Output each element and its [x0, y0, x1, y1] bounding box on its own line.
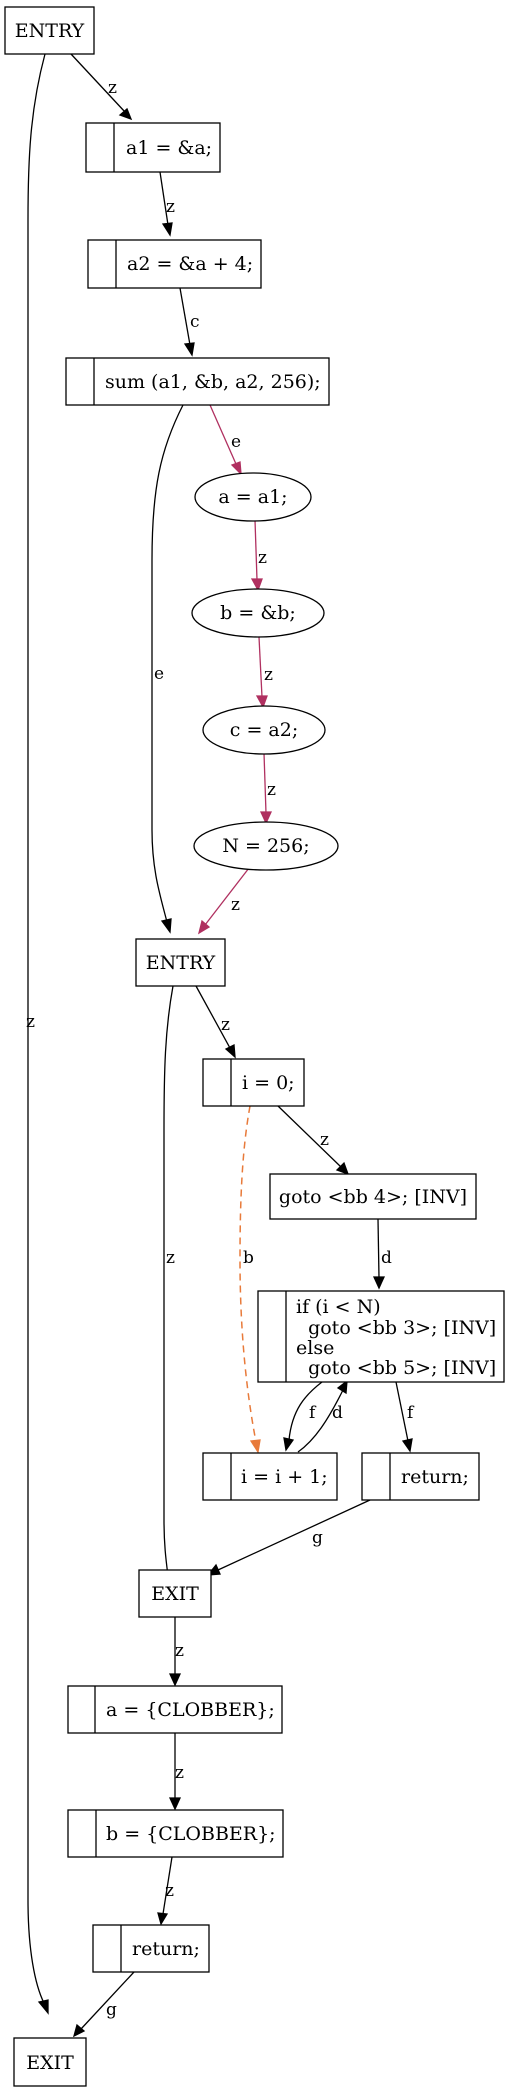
edge-label: c [190, 312, 200, 332]
node-label: sum (a1, &b, a2, 256); [105, 371, 321, 393]
node-label: a = {CLOBBER}; [106, 1699, 275, 1721]
node-entry-outer: ENTRY [4, 6, 95, 55]
edge-label: z [166, 197, 175, 217]
edge-label: z [231, 895, 240, 915]
edge-if-to-return: f [395, 1381, 415, 1453]
node-exit-inner: EXIT [138, 1569, 212, 1618]
edge-label: z [108, 78, 117, 98]
edge-label: g [106, 2000, 117, 2020]
edge-label: z [320, 1130, 329, 1150]
edge-label: d [381, 1248, 392, 1268]
edge-label: g [312, 1528, 323, 1548]
edge-a1-to-a2: z [159, 171, 175, 237]
node-goto-bb4: goto <bb 4>; [INV] [269, 1173, 477, 1220]
node-i-init: i = 0; [202, 1058, 305, 1107]
node-label: a = a1; [218, 486, 287, 508]
edge-label: z [175, 1763, 184, 1783]
edge-label: e [231, 432, 241, 452]
node-label: c = a2; [230, 719, 298, 741]
edge-label: b [243, 1248, 254, 1268]
edge-sum-to-entry-inner: e [151, 404, 184, 934]
edge-param-a-to-b: z [250, 519, 267, 592]
node-b-clobber: b = {CLOBBER}; [67, 1809, 284, 1858]
node-label: i = 0; [242, 1072, 295, 1094]
edge-return-to-exit: g [206, 1499, 371, 1576]
node-a-clobber: a = {CLOBBER}; [67, 1685, 283, 1734]
edge-label: z [165, 1881, 174, 1901]
edge-incr-to-if: d [297, 1379, 348, 1453]
node-label: ENTRY [146, 952, 216, 974]
edge-param-b-to-c: z [255, 636, 273, 709]
edge-goto-to-if: d [372, 1218, 392, 1290]
node-label: N = 256; [222, 835, 309, 857]
node-label: EXIT [151, 1583, 199, 1605]
edge-b-clobber-to-return: z [157, 1856, 174, 1926]
node-return-inner: return; [361, 1452, 480, 1501]
edge-label: z [175, 1641, 184, 1661]
edge-label: z [264, 665, 273, 685]
edge-a-clobber-to-b-clobber: z [168, 1733, 184, 1811]
node-label: return; [401, 1466, 469, 1488]
edge-a2-to-sum: c [179, 287, 200, 357]
edge-entry-inner-to-exit: z [161, 985, 175, 1588]
node-label: ENTRY [15, 20, 85, 42]
node-label: return; [132, 1938, 200, 1960]
node-label: goto <bb 4>; [INV] [279, 1186, 467, 1208]
edge-i-to-goto: z [277, 1105, 350, 1176]
node-a1-assign: a1 = &a; [85, 122, 221, 173]
edge-label: z [166, 1248, 175, 1268]
edge-label: f [407, 1403, 415, 1423]
node-label-line-1: if (i < N) [296, 1296, 381, 1318]
edge-if-to-incr: f [283, 1381, 323, 1452]
edge-entry-to-exit: z [26, 53, 49, 2015]
node-label: EXIT [26, 2052, 74, 2074]
node-entry-inner: ENTRY [135, 938, 226, 987]
edge-param-c-to-n: z [259, 752, 276, 825]
edge-label: z [26, 1012, 35, 1032]
edge-return-to-exit-outer: g [72, 1971, 135, 2038]
edge-label: e [154, 664, 164, 684]
edge-param-n-to-entry: z [197, 867, 250, 935]
node-label: b = &b; [220, 602, 296, 624]
node-a2-assign: a2 = &a + 4; [87, 239, 262, 289]
node-label-line-3: else [296, 1337, 334, 1359]
node-label: b = {CLOBBER}; [106, 1823, 276, 1845]
edge-label: z [221, 1015, 230, 1035]
node-param-c: c = a2; [202, 705, 326, 755]
node-label-line-4: goto <bb 5>; [INV] [296, 1357, 496, 1379]
node-if-block: if (i < N) goto <bb 3>; [INV] else goto … [257, 1290, 505, 1383]
node-label: a2 = &a + 4; [127, 253, 253, 275]
edge-i-to-incr: b [239, 1105, 261, 1454]
node-sum-call: sum (a1, &b, a2, 256); [65, 357, 330, 406]
edge-entry-inner-to-i: z [195, 985, 236, 1059]
node-param-b: b = &b; [191, 588, 325, 638]
edge-entry-to-a1: z [70, 53, 133, 121]
node-label: i = i + 1; [241, 1466, 328, 1488]
node-param-a: a = a1; [194, 472, 312, 522]
edge-label: z [267, 780, 276, 800]
node-label-line-2: goto <bb 3>; [INV] [296, 1317, 496, 1339]
node-return-outer: return; [92, 1924, 210, 1973]
node-param-n: N = 256; [193, 821, 339, 871]
node-i-incr: i = i + 1; [202, 1452, 338, 1501]
edge-label: d [332, 1403, 343, 1423]
edge-exit-to-a-clobber: z [168, 1617, 184, 1687]
edge-label: f [309, 1403, 317, 1423]
node-exit-outer: EXIT [13, 2037, 87, 2087]
edge-sum-to-param-a: e [209, 404, 242, 476]
node-label: a1 = &a; [126, 137, 212, 159]
edge-label: z [258, 548, 267, 568]
